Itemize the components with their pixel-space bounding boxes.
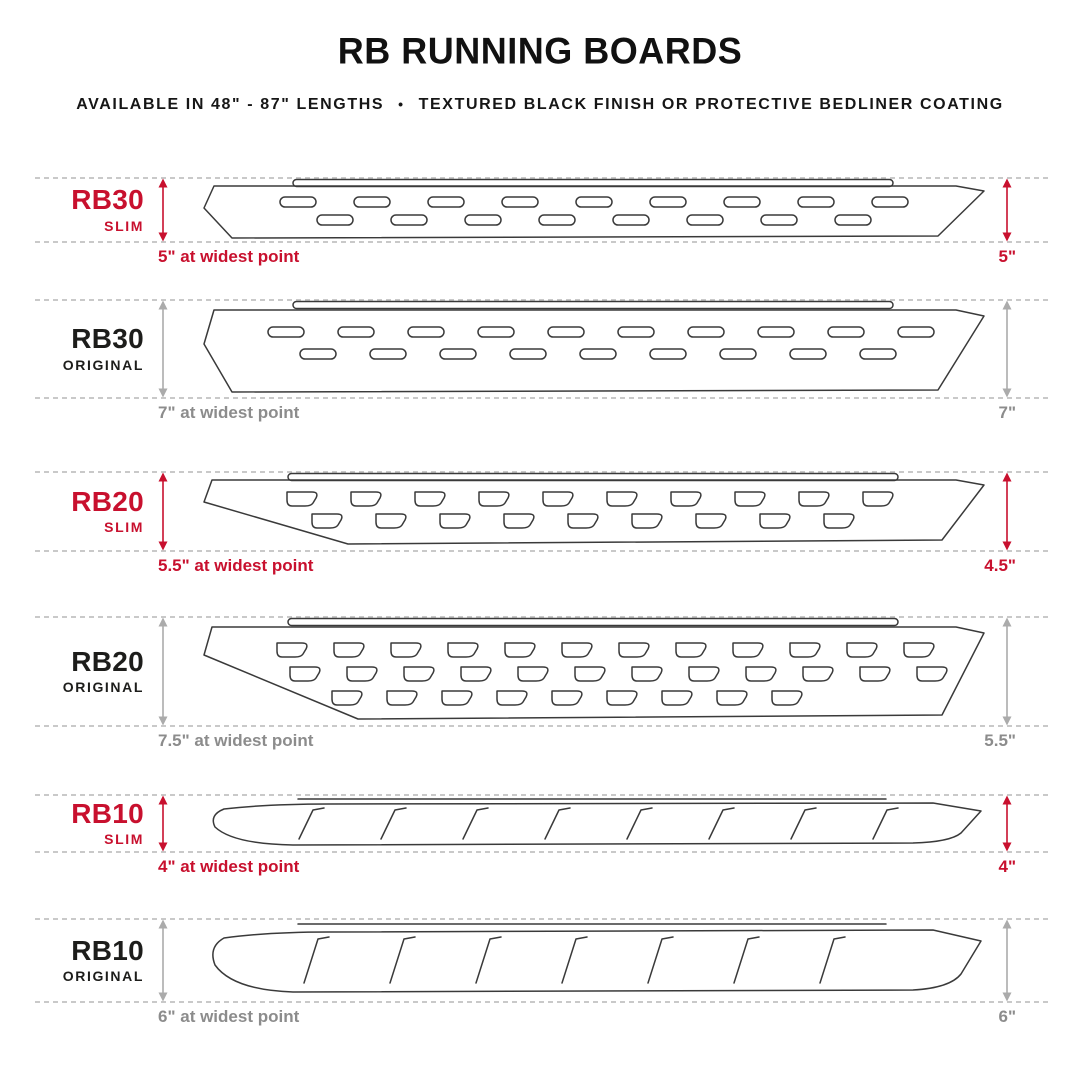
board-variant: SLIM xyxy=(104,519,144,536)
widest-point-label: 6" at widest point xyxy=(158,1007,300,1026)
bottom-guide-line xyxy=(35,725,1050,727)
board-row-rb20-original: RB20 ORIGINAL 7.5" at widest point 5.5" xyxy=(0,616,1080,750)
widest-point-label: 5" at widest point xyxy=(158,247,300,266)
height-arrow-right-icon xyxy=(1000,472,1014,551)
bottom-guide-line xyxy=(35,550,1050,552)
board-variant: ORIGINAL xyxy=(62,356,144,373)
board-row-rb30-original: RB30 ORIGINAL 7" at widest point 7" xyxy=(0,299,1080,422)
separator-dot: • xyxy=(398,96,405,112)
height-arrow-left-icon xyxy=(156,919,170,1002)
board-label: RB20 ORIGINAL xyxy=(28,645,144,696)
widest-point-label: 4" at widest point xyxy=(158,857,300,876)
board-variant: SLIM xyxy=(104,217,144,234)
top-guide-line xyxy=(35,299,1050,301)
widest-point-label: 5.5" at widest point xyxy=(158,556,314,575)
height-arrow-right-icon xyxy=(1000,795,1014,852)
height-arrow-left-icon xyxy=(156,795,170,852)
board-row-rb10-slim: RB10 SLIM 4" at widest point 4" xyxy=(0,794,1080,876)
board-label: RB20 SLIM xyxy=(28,485,144,536)
availability-text: AVAILABLE IN 48" - 87" LENGTHS xyxy=(76,96,385,113)
bottom-guide-line xyxy=(35,397,1050,399)
top-guide-line xyxy=(35,794,1050,796)
page-subtitle: AVAILABLE IN 48" - 87" LENGTHS • TEXTURED … xyxy=(0,96,1080,114)
board-drawing xyxy=(198,617,988,726)
board-model: RB10 xyxy=(71,934,144,966)
board-drawing xyxy=(198,472,988,551)
board-drawing xyxy=(198,919,988,1002)
height-arrow-right-icon xyxy=(1000,300,1014,398)
height-arrow-left-icon xyxy=(156,300,170,398)
height-arrow-left-icon xyxy=(156,617,170,726)
board-drawing xyxy=(198,795,988,852)
height-label: 5" xyxy=(998,247,1016,266)
height-arrow-right-icon xyxy=(1000,919,1014,1002)
top-guide-line xyxy=(35,177,1050,179)
board-drawing xyxy=(198,300,988,398)
finish-text: TEXTURED BLACK FINISH OR PROTECTIVE BEDL… xyxy=(418,96,1004,113)
bottom-guide-line xyxy=(35,1001,1050,1003)
bottom-guide-line xyxy=(35,851,1050,853)
top-guide-line xyxy=(35,918,1050,920)
top-guide-line xyxy=(35,471,1050,473)
board-row-rb10-original: RB10 ORIGINAL 6" at widest point 6" xyxy=(0,918,1080,1026)
height-label: 6" xyxy=(998,1007,1016,1026)
height-label: 5.5" xyxy=(984,731,1016,750)
board-variant: SLIM xyxy=(104,831,144,848)
top-guide-line xyxy=(35,616,1050,618)
height-arrow-left-icon xyxy=(156,178,170,242)
board-variant: ORIGINAL xyxy=(62,679,144,696)
height-arrow-left-icon xyxy=(156,472,170,551)
board-label: RB30 SLIM xyxy=(28,186,144,234)
board-model: RB20 xyxy=(71,485,144,517)
board-row-rb30-slim: RB30 SLIM 5" at widest point 5" xyxy=(0,177,1080,266)
board-row-rb20-slim: RB20 SLIM 5.5" at widest point 4.5" xyxy=(0,471,1080,575)
height-arrow-right-icon xyxy=(1000,617,1014,726)
widest-point-label: 7.5" at widest point xyxy=(158,731,314,750)
board-variant: ORIGINAL xyxy=(62,968,144,985)
height-label: 4.5" xyxy=(984,556,1016,575)
page-title: RB RUNNING BOARDS xyxy=(337,29,743,72)
board-model: RB10 xyxy=(71,797,144,829)
board-label: RB10 SLIM xyxy=(28,797,144,848)
bottom-guide-line xyxy=(35,241,1050,243)
board-drawing xyxy=(198,178,988,242)
board-label: RB10 ORIGINAL xyxy=(28,934,144,985)
board-model: RB30 xyxy=(71,184,144,216)
widest-point-label: 7" at widest point xyxy=(158,403,300,422)
board-model: RB30 xyxy=(71,323,144,355)
height-arrow-right-icon xyxy=(1000,178,1014,242)
height-label: 7" xyxy=(998,403,1016,422)
height-label: 4" xyxy=(998,857,1016,876)
board-model: RB20 xyxy=(71,645,144,677)
board-label: RB30 ORIGINAL xyxy=(28,325,144,373)
